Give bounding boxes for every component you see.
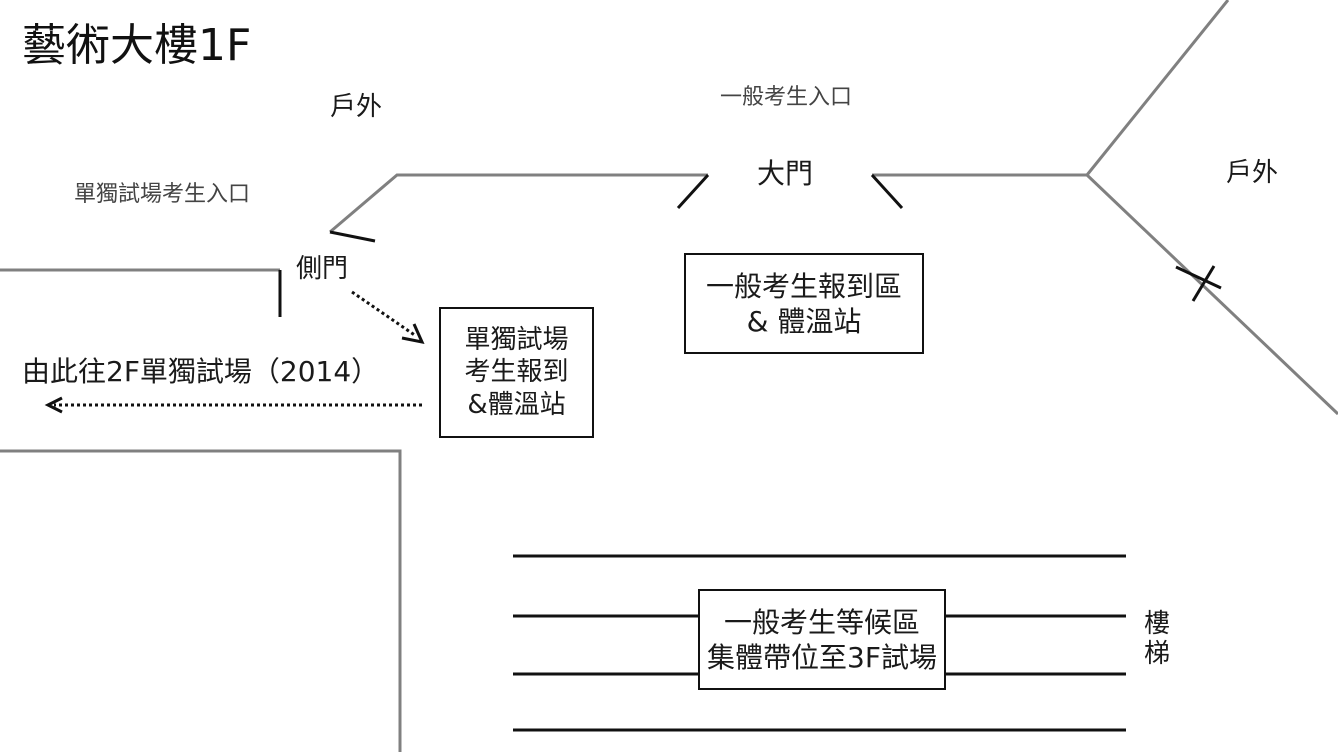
main-door-left-leaf — [676, 173, 710, 210]
southwest-wall — [0, 449, 402, 752]
to-2f-arrow-head — [44, 396, 63, 414]
side-door-leaf — [329, 230, 376, 243]
outdoor-label-left: 戶外 — [330, 92, 383, 122]
side-door-arrow-line — [351, 290, 417, 338]
general-checkin-line1: 一般考生報到區 — [705, 269, 902, 303]
staircase-char-2: 梯 — [1143, 638, 1170, 669]
left-wall — [329, 173, 708, 234]
single-checkin-line3: &體溫站 — [467, 389, 566, 420]
to-2f-direction-label: 由此往2F單獨試場（2014） — [22, 355, 380, 388]
staircase-label: 樓 梯 — [1142, 609, 1172, 670]
general-checkin-line2: & 體溫站 — [746, 304, 862, 338]
single-checkin-line2: 考生報到 — [464, 357, 569, 388]
waiting-line1: 一般考生等候區 — [723, 605, 920, 639]
closed-door-mark-b — [1191, 265, 1216, 302]
closed-door-mark-a — [1175, 265, 1222, 290]
side-door-arrow-head — [401, 323, 425, 345]
page-title: 藝術大樓1F — [22, 20, 252, 71]
main-door-right-leaf — [870, 173, 904, 210]
side-door-label: 側門 — [296, 254, 349, 284]
general-waiting-box: 一般考生等候區 集體帶位至3F試場 — [698, 589, 946, 690]
general-entrance-label: 一般考生入口 — [720, 85, 853, 110]
single-checkin-line1: 單獨試場 — [464, 324, 569, 355]
southeast-wall — [1085, 173, 1338, 416]
northeast-wall — [1085, 0, 1230, 176]
single-room-entrance-label: 單獨試場考生入口 — [74, 182, 251, 207]
single-room-checkin-box: 單獨試場 考生報到 &體溫站 — [439, 307, 594, 438]
waiting-line2: 集體帶位至3F試場 — [707, 640, 937, 674]
staircase-char-1: 樓 — [1143, 609, 1170, 639]
general-checkin-box: 一般考生報到區 & 體溫站 — [684, 253, 924, 354]
main-door-label: 大門 — [757, 157, 814, 190]
outdoor-label-right: 戶外 — [1226, 158, 1279, 188]
